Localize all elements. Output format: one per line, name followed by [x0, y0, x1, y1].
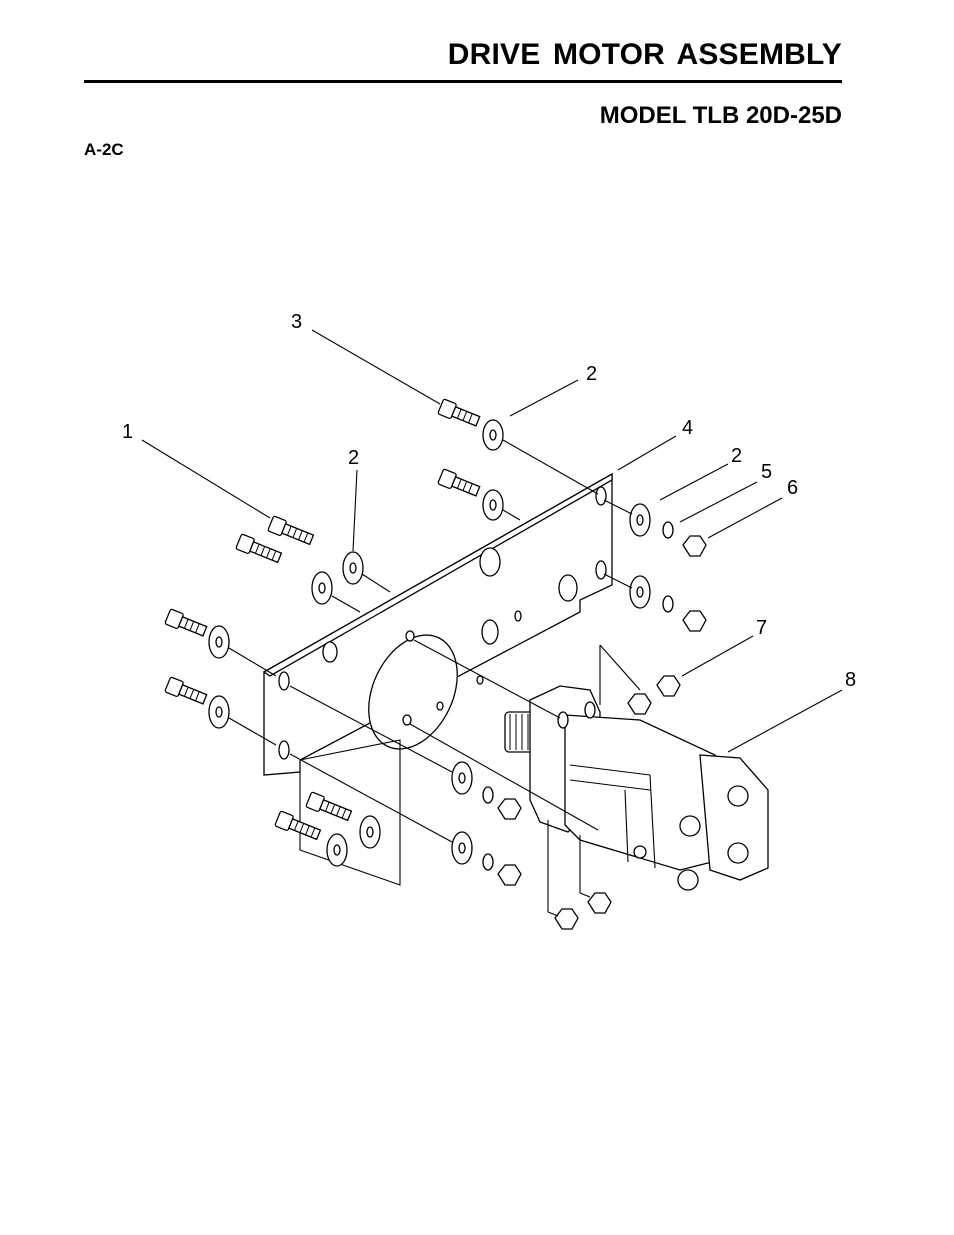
callout-3: 3 [291, 311, 302, 333]
bolts [164, 398, 481, 841]
callout-2-left: 2 [348, 447, 359, 469]
callout-1: 1 [122, 421, 133, 443]
hex-nuts [497, 535, 707, 930]
callout-5: 5 [761, 461, 772, 483]
figure-id: A-2C [84, 140, 124, 159]
leader-lines [141, 329, 843, 753]
model-label: MODEL TLB 20D-25D [599, 102, 842, 129]
callout-4: 4 [682, 417, 693, 439]
page-title: DRIVE MOTOR ASSEMBLY [447, 38, 842, 71]
callout-2-top: 2 [586, 363, 597, 385]
lock-washers [482, 521, 674, 871]
callout-7: 7 [756, 617, 767, 639]
callout-2-right: 2 [731, 445, 742, 467]
callouts: 1 2 2 2 3 4 5 6 7 8 [122, 311, 856, 691]
mounting-plate [262, 472, 613, 886]
callout-6: 6 [787, 477, 798, 499]
callout-8: 8 [845, 669, 856, 691]
flat-washers [208, 419, 651, 867]
title-rule [84, 80, 842, 83]
drive-motor [504, 685, 769, 891]
assembly-lines [228, 439, 641, 917]
